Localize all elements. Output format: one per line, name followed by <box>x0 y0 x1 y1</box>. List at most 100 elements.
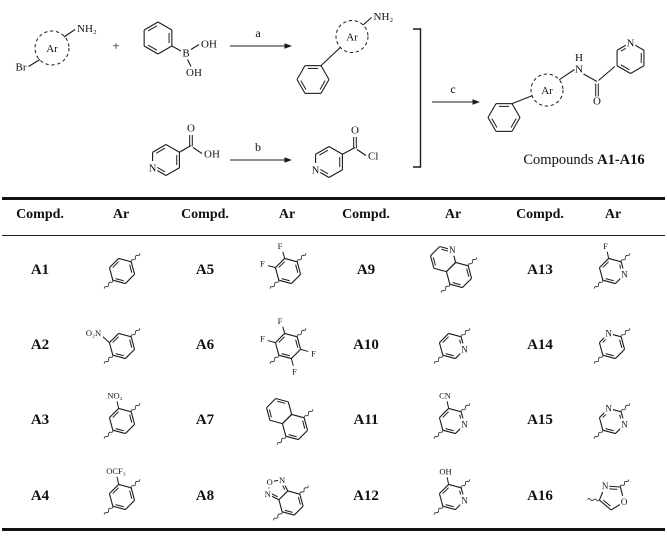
compound-label-a4: A4 <box>8 485 72 507</box>
ar-structure-a7 <box>265 397 314 445</box>
compound-id: A5 <box>195 262 215 278</box>
svg-text:N: N <box>312 166 320 177</box>
compound-label-a5: A5 <box>173 259 237 281</box>
svg-text:O: O <box>593 96 601 108</box>
compound-label-a1: A1 <box>8 259 72 281</box>
header-ar-1: Ar <box>112 207 130 222</box>
table-rule-header <box>2 235 665 237</box>
svg-text:F: F <box>292 367 297 377</box>
svg-text:N: N <box>461 345 468 355</box>
svg-text:CN: CN <box>439 391 451 401</box>
compound-id: A15 <box>527 412 553 428</box>
svg-text:a: a <box>255 26 261 40</box>
compound-id: A12 <box>353 488 379 504</box>
svg-text:OH: OH <box>186 67 202 79</box>
ar-structure-a8: NON <box>263 474 309 521</box>
ar-structure-a16: NO <box>587 479 630 511</box>
compound-label-a10: A10 <box>334 334 398 356</box>
caption-normal: Compounds <box>523 152 598 168</box>
svg-text:N: N <box>605 404 612 414</box>
header-compd-4: Compd. <box>516 207 564 222</box>
svg-text:N: N <box>449 245 456 255</box>
header-ar-3: Ar <box>444 207 462 222</box>
svg-text:NH₂: NH₂ <box>77 23 97 35</box>
compound-id: A13 <box>527 262 553 278</box>
compound-label-a9: A9 <box>334 259 398 281</box>
ar-structure-a14: N <box>593 327 631 364</box>
compound-label-a7: A7 <box>173 409 237 431</box>
svg-text:N: N <box>627 38 635 49</box>
svg-text:Br: Br <box>16 62 27 74</box>
ar-structure-a12: OHN <box>433 465 471 515</box>
svg-text:Ar: Ar <box>46 43 58 55</box>
compound-label-a14: A14 <box>508 334 572 356</box>
svg-text:OH: OH <box>201 39 217 51</box>
ar-structure-a10: N <box>433 328 471 364</box>
compound-id: A2 <box>30 337 50 353</box>
ar-structure-a2: O₂N <box>84 327 141 364</box>
compound-label-a8: A8 <box>173 485 237 507</box>
compound-id: A3 <box>30 412 50 428</box>
compound-label-a3: A3 <box>8 409 72 431</box>
svg-text:Ar: Ar <box>346 32 358 44</box>
svg-text:F: F <box>260 334 265 344</box>
compound-id: A16 <box>527 488 553 504</box>
svg-text:O: O <box>621 497 628 507</box>
svg-text:N: N <box>621 270 628 280</box>
caption-bold: A1-A16 <box>597 152 645 168</box>
compound-label-a11: A11 <box>334 409 398 431</box>
header-ar-4: Ar <box>604 207 622 222</box>
svg-text:F: F <box>311 349 316 359</box>
compound-label-a13: A13 <box>508 259 572 281</box>
svg-text:F: F <box>603 241 608 251</box>
svg-text:O: O <box>351 125 359 137</box>
svg-text:O: O <box>187 123 195 135</box>
compound-id: A1 <box>30 262 50 278</box>
svg-text:N: N <box>461 420 468 430</box>
compound-id: A9 <box>356 262 376 278</box>
ar-structure-a1 <box>103 253 141 289</box>
svg-text:O: O <box>267 477 273 487</box>
header-ar-2: Ar <box>278 207 296 222</box>
svg-text:NO₂: NO₂ <box>107 391 122 401</box>
table-rule-top <box>2 197 665 200</box>
svg-text:F: F <box>278 316 283 326</box>
product-caption: Compounds A1-A16 <box>503 150 665 170</box>
svg-text:c: c <box>450 82 455 96</box>
svg-text:OH: OH <box>204 149 220 161</box>
svg-text:B: B <box>182 48 189 60</box>
compound-label-a16: A16 <box>508 485 572 507</box>
compound-label-a2: A2 <box>8 334 72 356</box>
svg-text:NH₂: NH₂ <box>374 11 394 23</box>
svg-text:OCF₃: OCF₃ <box>106 466 126 476</box>
svg-text:F: F <box>260 259 265 269</box>
compound-label-a15: A15 <box>508 409 572 431</box>
compound-id: A7 <box>195 412 215 428</box>
svg-text:Cl: Cl <box>368 151 378 163</box>
svg-text:F: F <box>278 241 283 251</box>
svg-text:N: N <box>279 475 285 485</box>
svg-text:O₂N: O₂N <box>86 328 101 338</box>
svg-text:N: N <box>575 64 583 76</box>
svg-text:N: N <box>621 420 628 430</box>
svg-text:+: + <box>112 38 119 53</box>
svg-text:b: b <box>255 140 261 154</box>
compound-id: A14 <box>527 337 553 353</box>
ar-structure-a11: CN N <box>433 389 471 439</box>
table-rule-bottom <box>2 528 665 531</box>
compound-id: A6 <box>195 337 215 353</box>
svg-text:H: H <box>575 52 583 64</box>
compound-id: A8 <box>195 488 215 504</box>
header-compd-1: Compd. <box>16 207 64 222</box>
svg-text:N: N <box>605 329 612 339</box>
ar-structure-a5: FF <box>258 240 307 289</box>
svg-text:OH: OH <box>439 467 451 477</box>
ar-structure-a6: F F F F <box>258 315 318 378</box>
compound-id: A10 <box>353 337 379 353</box>
compound-label-a6: A6 <box>173 334 237 356</box>
svg-text:N: N <box>265 489 271 499</box>
compound-label-a12: A12 <box>334 485 398 507</box>
ar-structure-a3: NO₂ <box>103 389 141 439</box>
